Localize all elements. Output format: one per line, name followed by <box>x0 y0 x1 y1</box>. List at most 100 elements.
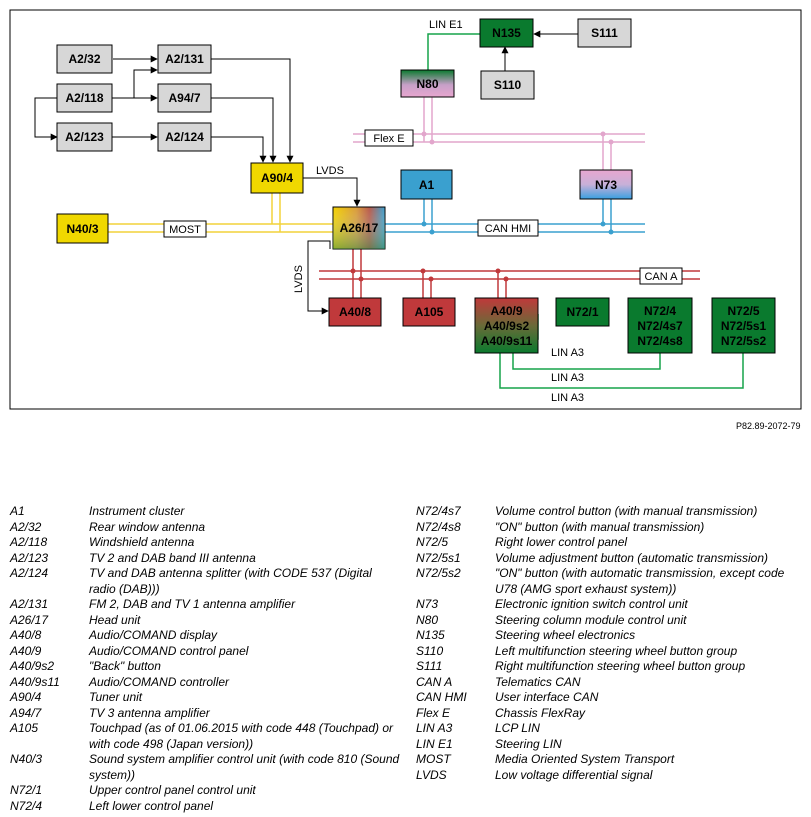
bus-label-lin-a3-1: LIN A3 <box>551 347 584 359</box>
svg-text:A105: A105 <box>415 305 444 319</box>
legend-code: A105 <box>10 721 39 735</box>
svg-text:A1: A1 <box>419 178 435 192</box>
block-a2-32: A2/32 <box>56 44 113 74</box>
legend-code: CAN A <box>416 674 453 689</box>
legend-description: Right multifunction steering wheel butto… <box>495 659 746 673</box>
legend-code: A26/17 <box>10 612 49 627</box>
svg-text:S111: S111 <box>591 26 618 40</box>
lin-e1-bus <box>427 33 480 70</box>
bus-label-lin-a3-2: LIN A3 <box>551 372 584 384</box>
legend-row: A2/131 FM 2, DAB and TV 1 antenna amplifi… <box>10 597 400 613</box>
block-s111: S111 <box>577 18 632 48</box>
legend-description: Rear window antenna <box>89 519 206 534</box>
legend-code: LIN A3 <box>416 721 453 735</box>
legend-code: S110 <box>416 643 444 658</box>
legend-code: N80 <box>416 612 439 627</box>
legend-row: CAN A Telematics CAN <box>416 675 808 691</box>
svg-text:N72/4s7: N72/4s7 <box>637 319 683 333</box>
legend-code: S111 <box>416 659 443 673</box>
block-a2-123: A2/123 <box>56 122 113 152</box>
legend-description: Telematics CAN <box>495 674 581 689</box>
legend-code: A2/124 <box>10 566 49 580</box>
svg-text:N72/5: N72/5 <box>727 304 759 318</box>
svg-text:Flex E: Flex E <box>373 133 404 145</box>
bus-label-lin-e1: LIN E1 <box>429 19 463 31</box>
legend-description: Audio/COMAND display <box>89 628 218 642</box>
block-a26-17: A26/17 <box>332 206 386 250</box>
legend-description: Sound system amplifier control unit (wit… <box>89 752 400 782</box>
can-a-bus <box>319 249 700 298</box>
legend-code: A90/4 <box>10 690 42 704</box>
legend-description: Audio/COMAND controller <box>89 674 230 689</box>
legend-code: A40/9s11 <box>10 674 60 689</box>
svg-text:A26/17: A26/17 <box>340 221 379 235</box>
legend-description: LCP LIN <box>495 721 540 735</box>
svg-text:A2/118: A2/118 <box>65 91 103 105</box>
block-n72-5: N72/5 N72/5s1 N72/5s2 <box>711 297 776 354</box>
legend-description: Instrument cluster <box>89 504 185 518</box>
legend-code: Flex E <box>416 705 451 720</box>
legend-code: A94/7 <box>10 705 42 720</box>
legend-row: N72/4s8 "ON" button (with manual transmis… <box>416 520 808 536</box>
legend-description: "Back" button <box>89 659 161 673</box>
legend-code: A40/9 <box>10 643 42 658</box>
legend-code: LVDS <box>416 767 447 782</box>
legend-description: Steering wheel electronics <box>495 628 636 642</box>
svg-text:A40/8: A40/8 <box>339 305 371 319</box>
legend-description: Left multifunction steering wheel button… <box>495 643 738 658</box>
block-n40-3: N40/3 <box>56 213 109 244</box>
svg-text:A2/131: A2/131 <box>165 52 204 66</box>
svg-text:N72/5s2: N72/5s2 <box>721 334 767 348</box>
bus-label-lin-a3-3: LIN A3 <box>551 392 584 404</box>
network-diagram: LIN E1 Flex E LVDS LVDS MOST CAN HMI CAN… <box>9 9 802 410</box>
svg-text:A90/4: A90/4 <box>261 171 293 185</box>
svg-text:N40/3: N40/3 <box>66 222 98 236</box>
legend-code: A2/131 <box>10 597 49 611</box>
legend-code: N72/1 <box>10 783 43 797</box>
block-a94-7: A94/7 <box>157 83 212 113</box>
svg-text:A40/9s11: A40/9s11 <box>481 334 533 348</box>
svg-text:LIN A3: LIN A3 <box>551 392 584 404</box>
block-a2-118: A2/118 <box>56 83 113 113</box>
legend-row: S110 Left multifunction steering wheel bu… <box>416 644 808 660</box>
legend-description: FM 2, DAB and TV 1 antenna amplifier <box>89 597 296 611</box>
diagram-frame <box>9 9 802 410</box>
svg-text:LIN A3: LIN A3 <box>551 372 584 384</box>
legend-code: N72/5s1 <box>416 550 461 565</box>
legend-code: N72/4s8 <box>416 519 461 534</box>
can-a-nodes <box>350 268 509 282</box>
bus-label-flex-e: Flex E <box>364 129 414 147</box>
legend-code: N72/4s7 <box>416 504 461 518</box>
legend-row: N40/3 Sound system amplifier control unit… <box>10 752 400 783</box>
legend-code: N40/3 <box>10 752 43 766</box>
legend-description: TV 2 and DAB band III antenna <box>89 550 256 565</box>
legend-row: A40/9s11 Audio/COMAND controller <box>10 675 400 691</box>
legend-row: LIN A3 LCP LIN <box>416 721 808 737</box>
svg-text:A94/7: A94/7 <box>168 91 200 105</box>
legend-description: TV and DAB antenna splitter (with CODE 5… <box>89 566 372 596</box>
legend-code: CAN HMI <box>416 690 467 704</box>
legend-description: Electronic ignition switch control unit <box>495 597 688 611</box>
legend-row: A40/9s2 "Back" button <box>10 659 400 675</box>
legend-code: A40/9s2 <box>10 659 55 673</box>
legend-row: A2/124 TV and DAB antenna splitter (with … <box>10 566 400 597</box>
svg-text:N72/1: N72/1 <box>566 305 598 319</box>
legend-description: Head unit <box>89 612 141 627</box>
legend-description: "ON" button (with automatic transmission… <box>495 566 785 596</box>
legend-description: "ON" button (with manual transmission) <box>495 519 705 534</box>
legend-code: A2/118 <box>10 535 48 549</box>
svg-text:N80: N80 <box>416 77 438 91</box>
svg-text:N72/4: N72/4 <box>644 304 676 318</box>
legend-description: Media Oriented System Transport <box>495 752 675 766</box>
